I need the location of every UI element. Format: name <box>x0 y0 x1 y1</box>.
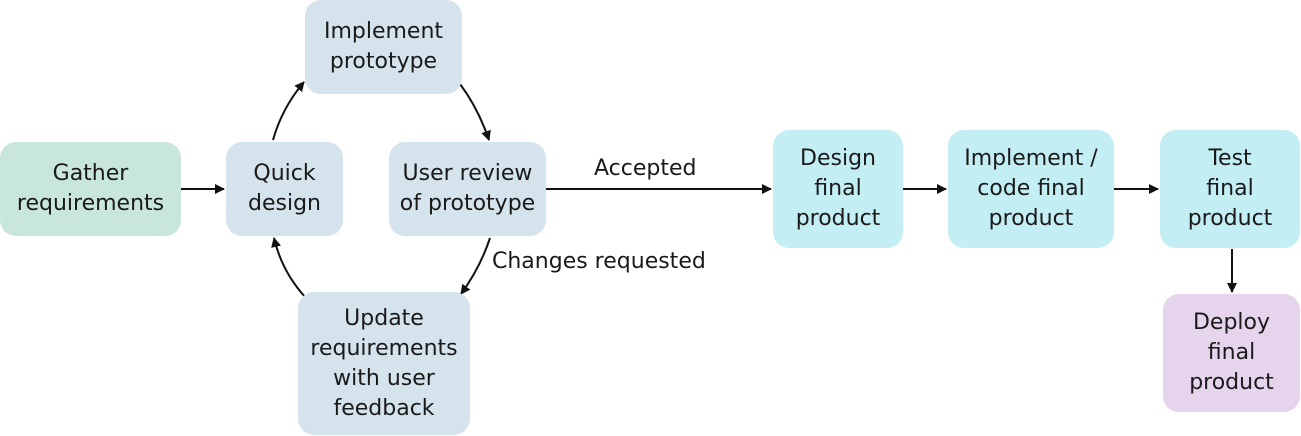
node-design-final-label: Design final product <box>795 146 881 231</box>
node-user-review-of-prototype: User review of prototype <box>389 142 546 236</box>
node-gather-requirements-label: Gather requirements <box>16 161 165 216</box>
node-implement-prototype-label: Implement prototype <box>323 19 444 74</box>
node-update-requirements: Update requirements with user feedback <box>298 292 470 435</box>
node-quick-design-label: Quick design <box>248 161 321 216</box>
arrow-implement-prototype-to-user-review <box>459 83 491 141</box>
node-deploy-final-label: Deploy final product <box>1189 310 1274 395</box>
node-design-final-product: Design final product <box>773 130 903 248</box>
arrow-update-requirements-to-quick-design <box>271 237 307 299</box>
node-implement-code-final-product: Implement / code final product <box>948 130 1114 248</box>
node-test-final-label: Test final product <box>1187 146 1273 231</box>
node-quick-design: Quick design <box>226 142 343 236</box>
node-implement-prototype: Implement prototype <box>305 0 462 94</box>
node-deploy-final-product: Deploy final product <box>1163 294 1300 412</box>
node-gather-requirements: Gather requirements <box>0 142 181 236</box>
arrow-quick-design-to-implement-prototype <box>272 81 305 141</box>
arrow-user-review-to-update-requirements <box>460 237 491 295</box>
node-test-final-product: Test final product <box>1160 130 1300 248</box>
edge-label-accepted: Accepted <box>594 156 697 181</box>
node-implement-final-label: Implement / code final product <box>964 146 1098 231</box>
node-user-review-label: User review of prototype <box>399 161 536 216</box>
node-update-requirements-label: Update requirements with user feedback <box>310 305 458 421</box>
edge-label-changes-requested: Changes requested <box>492 249 706 274</box>
